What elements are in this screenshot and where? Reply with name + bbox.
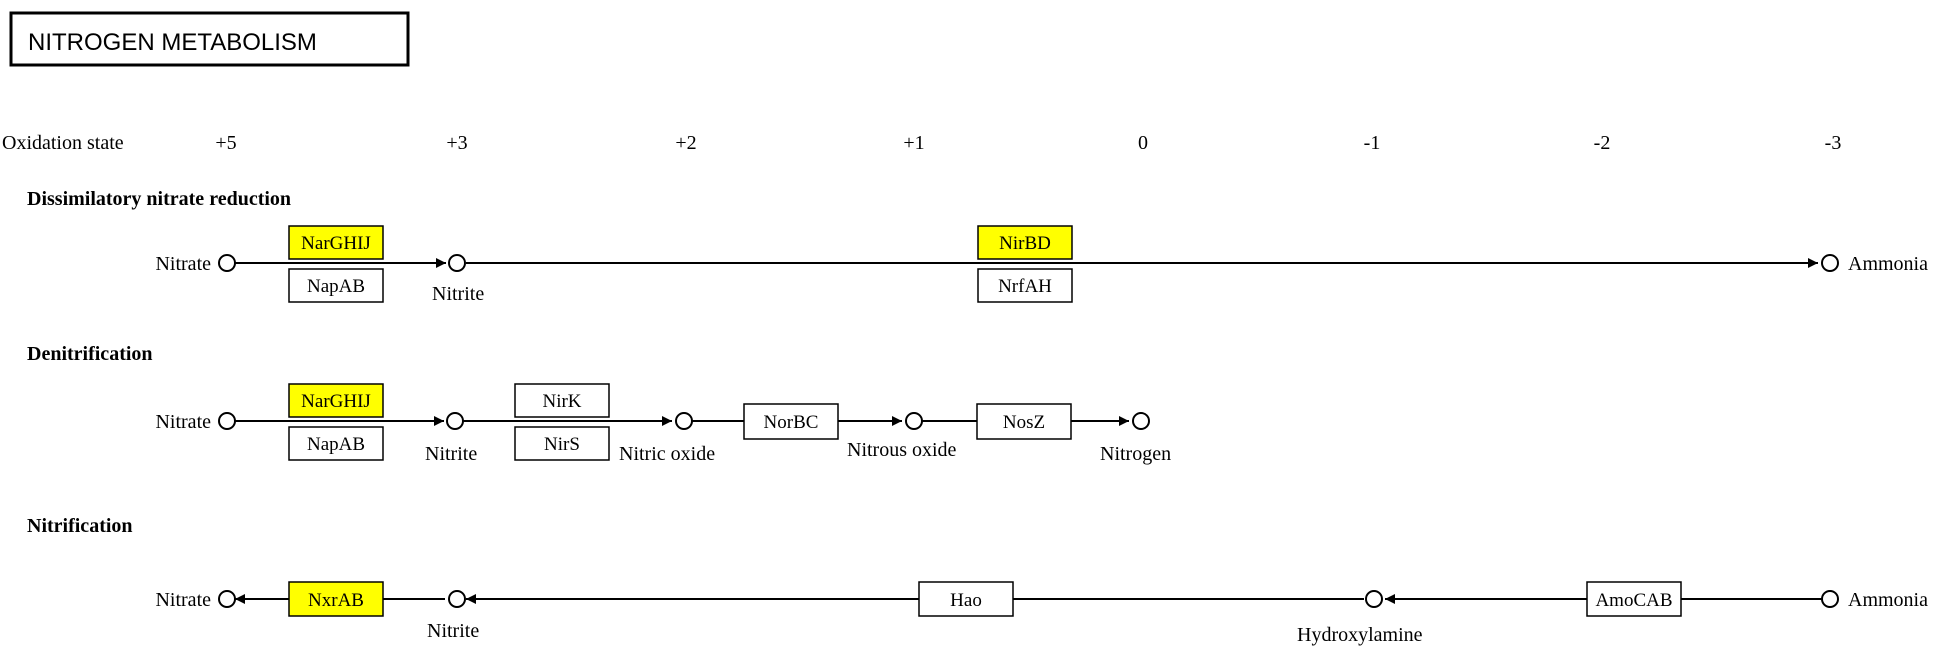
enzyme-label: NapAB xyxy=(307,434,365,455)
section-title: Dissimilatory nitrate reduction xyxy=(27,188,291,210)
oxidation-state-minus1: -1 xyxy=(1364,132,1381,154)
compound-node[interactable] xyxy=(1821,254,1839,272)
compound-node[interactable] xyxy=(448,590,466,608)
compound-node[interactable] xyxy=(1132,412,1150,430)
compound-node[interactable] xyxy=(1821,590,1839,608)
enzyme-box-nxrab[interactable]: NxrAB xyxy=(288,581,384,617)
compound-node[interactable] xyxy=(448,254,466,272)
compound-label-nitrite[interactable]: Nitrite xyxy=(432,283,484,305)
enzyme-label: NirBD xyxy=(999,233,1051,254)
enzyme-label: NosZ xyxy=(1003,412,1045,433)
compound-node[interactable] xyxy=(905,412,923,430)
oxidation-state-plus3: +3 xyxy=(446,132,467,154)
enzyme-label: NrfAH xyxy=(998,276,1052,297)
compound-label-nitric-oxide[interactable]: Nitric oxide xyxy=(619,443,715,465)
enzyme-label: AmoCAB xyxy=(1595,590,1672,611)
compound-label-nitrate[interactable]: Nitrate xyxy=(155,253,211,275)
compound-label-nitrous-oxide[interactable]: Nitrous oxide xyxy=(847,439,957,461)
compound-node[interactable] xyxy=(218,590,236,608)
enzyme-label: NorBC xyxy=(764,412,819,433)
map-title: NITROGEN METABOLISM xyxy=(9,11,410,67)
oxidation-state-minus3: -3 xyxy=(1825,132,1842,154)
compound-label-nitrogen[interactable]: Nitrogen xyxy=(1100,443,1171,465)
enzyme-label: Hao xyxy=(950,590,982,611)
section-title: Nitrification xyxy=(27,515,133,537)
compound-label-ammonia[interactable]: Ammonia xyxy=(1848,589,1928,611)
compound-node[interactable] xyxy=(675,412,693,430)
section-title: Denitrification xyxy=(27,343,153,365)
oxidation-state-label: Oxidation state xyxy=(2,132,124,154)
section-nitrification: Nitrification Nitrate Nitrite Hydroxylam… xyxy=(27,515,1928,646)
enzyme-box-napab[interactable]: NapAB xyxy=(288,426,384,461)
oxidation-state-zero: 0 xyxy=(1138,132,1148,154)
enzyme-label: NarGHIJ xyxy=(301,233,371,254)
section-dissimilatory: Dissimilatory nitrate reduction Nitrate … xyxy=(27,188,1928,305)
enzyme-box-amocab[interactable]: AmoCAB xyxy=(1586,581,1682,617)
oxidation-state-plus5: +5 xyxy=(215,132,236,154)
oxidation-state-plus2: +2 xyxy=(675,132,696,154)
compound-node[interactable] xyxy=(1365,590,1383,608)
compound-label-nitrate[interactable]: Nitrate xyxy=(155,411,211,433)
enzyme-label: NarGHIJ xyxy=(301,391,371,412)
compound-label-nitrite[interactable]: Nitrite xyxy=(427,620,479,642)
oxidation-state-plus1: +1 xyxy=(903,132,924,154)
compound-label-nitrate[interactable]: Nitrate xyxy=(155,589,211,611)
enzyme-box-norbc[interactable]: NorBC xyxy=(743,403,839,440)
enzyme-label: NirS xyxy=(544,434,580,455)
compound-label-hydroxylamine[interactable]: Hydroxylamine xyxy=(1297,624,1423,646)
enzyme-box-nirk[interactable]: NirK xyxy=(514,383,610,418)
oxidation-state-row: Oxidation state +5 +3 +2 +1 0 -1 -2 -3 xyxy=(2,132,1841,154)
enzyme-box-nrfah[interactable]: NrfAH xyxy=(977,268,1073,303)
map-title-text: NITROGEN METABOLISM xyxy=(28,29,317,56)
compound-node[interactable] xyxy=(218,254,236,272)
oxidation-state-minus2: -2 xyxy=(1594,132,1611,154)
enzyme-box-nosz[interactable]: NosZ xyxy=(976,403,1072,440)
enzyme-box-nirbd[interactable]: NirBD xyxy=(977,225,1073,260)
enzyme-box-hao[interactable]: Hao xyxy=(918,581,1014,617)
compound-label-ammonia[interactable]: Ammonia xyxy=(1848,253,1928,275)
enzyme-box-nirs[interactable]: NirS xyxy=(514,426,610,461)
enzyme-label: NapAB xyxy=(307,276,365,297)
enzyme-box-napab[interactable]: NapAB xyxy=(288,268,384,303)
compound-label-nitrite[interactable]: Nitrite xyxy=(425,443,477,465)
enzyme-box-narghij[interactable]: NarGHIJ xyxy=(288,383,384,418)
compound-node[interactable] xyxy=(218,412,236,430)
enzyme-label: NxrAB xyxy=(308,590,364,611)
compound-node[interactable] xyxy=(446,412,464,430)
enzyme-label: NirK xyxy=(542,391,581,412)
section-denitrification: Denitrification Nitrate Nitrite Nitric o… xyxy=(27,343,1171,465)
enzyme-box-narghij[interactable]: NarGHIJ xyxy=(288,225,384,260)
